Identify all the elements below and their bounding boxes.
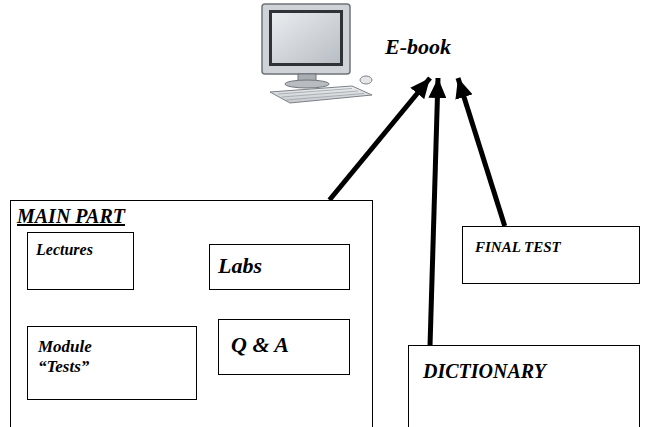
node-text: FINAL TEST <box>475 239 561 256</box>
node-text: Module “Tests” <box>38 337 128 376</box>
lectures-box: Lectures <box>27 232 134 290</box>
final-test-box: FINAL TEST <box>462 226 640 284</box>
arrow-connector <box>329 78 430 200</box>
ebook-label: E-book <box>375 24 475 78</box>
dictionary-box: DICTIONARY <box>408 345 640 427</box>
node-text: Labs <box>218 253 262 278</box>
node-text: E-book <box>385 34 451 59</box>
node-text: MAIN PART <box>17 205 125 228</box>
arrow-connector <box>430 78 438 345</box>
node-text: Lectures <box>36 241 93 259</box>
labs-box: Labs <box>209 244 350 290</box>
node-text: Q & A <box>231 332 289 357</box>
monitor <box>262 4 350 88</box>
main-part-box: LecturesLabsModule “Tests” Q & A MAIN PART <box>10 200 373 427</box>
mouse <box>360 76 372 84</box>
keyboard <box>270 86 372 103</box>
node-text: DICTIONARY <box>423 360 546 383</box>
qa-box: Q & A <box>218 319 350 375</box>
arrow-connector <box>458 78 505 226</box>
module-tests-box: Module “Tests” <box>27 326 197 400</box>
